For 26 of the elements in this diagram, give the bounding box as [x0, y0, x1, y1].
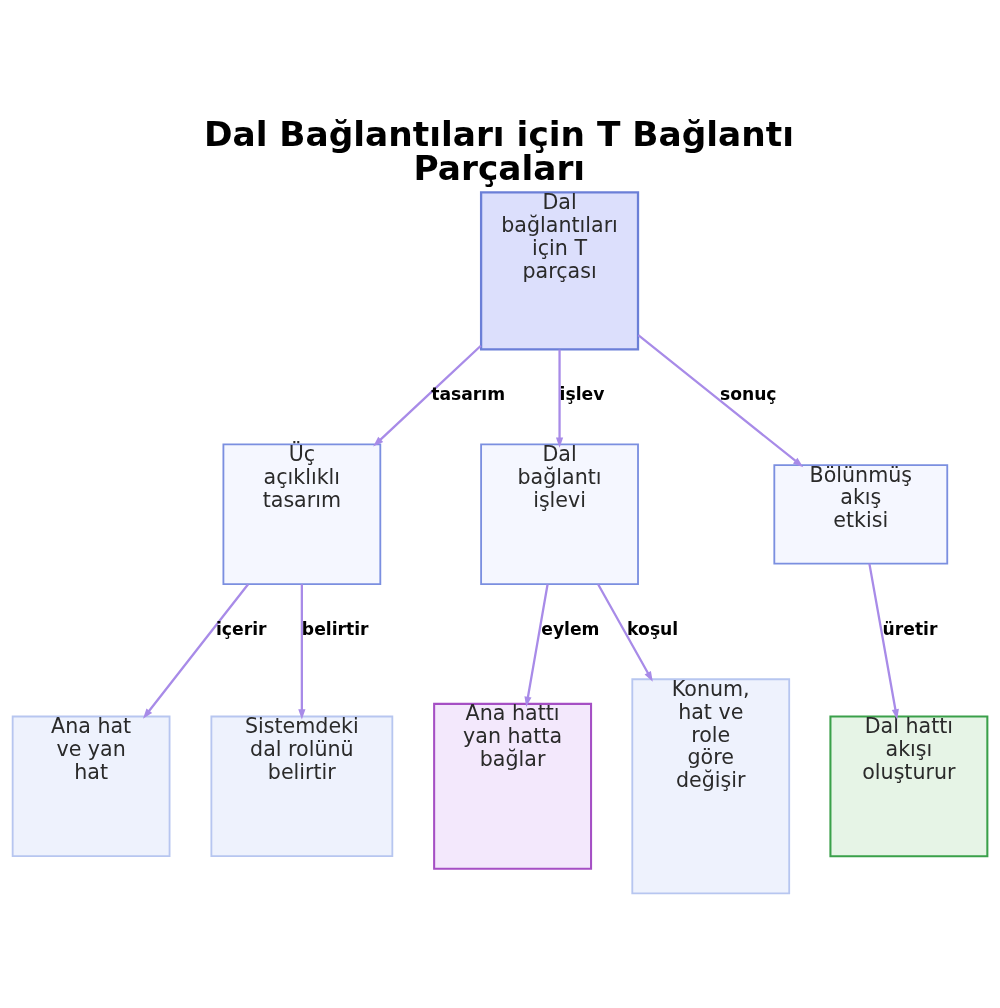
arrow [868, 563, 899, 720]
arrow [555, 349, 564, 448]
node-box: Dal bağlantı işlevi [480, 443, 639, 586]
edge-label: içerir [215, 618, 267, 639]
edge-label: belirtir [301, 618, 369, 639]
node-box: Bölünmüş akış etkisi [773, 464, 949, 565]
diagram-title: Dal Bağlantıları için T Bağlantı Parçaları [203, 113, 794, 188]
arrow [373, 344, 482, 447]
edge-label: tasarım [431, 383, 506, 404]
arrow [298, 584, 306, 720]
node-box: Dal hattı akışı oluşturur [829, 715, 989, 858]
node-box: Ana hattı yan hatta bağlar [433, 702, 593, 870]
edge-label: işlev [559, 383, 605, 404]
arrow [142, 583, 250, 719]
edge-label: koşul [627, 618, 679, 639]
node-box: Sistemdeki dal rolünü belirtir [210, 715, 394, 858]
node-box: Üç açıklıklı tasarım [222, 443, 382, 586]
node-box: Ana hat ve yan hat [11, 715, 171, 858]
arrow [524, 584, 549, 707]
edge-label: üretir [882, 618, 938, 639]
edge-label: eylem [541, 618, 600, 639]
node-box: Dal bağlantıları için T parçası [479, 191, 640, 351]
arrow [597, 583, 653, 682]
edge-label: sonuç [719, 383, 777, 404]
arrow [637, 334, 804, 468]
node-box: Konum, hat ve role göre değişir [631, 678, 791, 895]
